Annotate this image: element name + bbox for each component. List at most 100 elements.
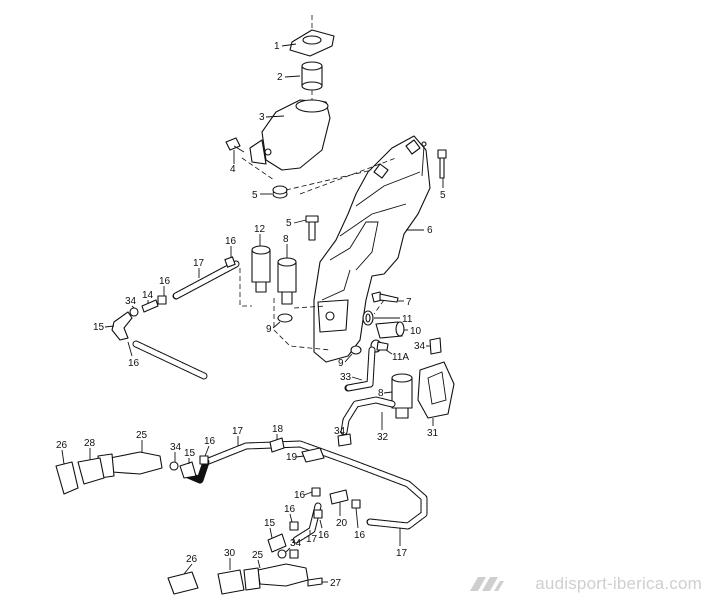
callout-5-top: 5 [440,190,446,201]
callout-16-d: 16 [204,436,216,447]
clip-16-h [289,549,299,559]
callout-17-a: 17 [193,258,205,269]
callout-25-left: 25 [136,430,148,441]
callout-16-a: 16 [225,236,237,247]
callout-19: 19 [286,452,298,463]
callout-17-d: 17 [306,534,318,545]
callout-26-left: 26 [56,440,68,451]
callout-26-right: 26 [186,554,198,565]
bracket-28-right [217,569,245,595]
callout-28-left: 28 [84,438,96,449]
connector-14 [141,299,159,313]
callout-6: 4 [230,164,236,175]
callout-2: 6 [427,225,433,236]
callout-5-right: 7 [406,297,412,308]
connector-34-b [337,433,352,447]
clip-15-b [179,461,197,479]
callout-4: 2 [277,72,283,83]
watermark-logo [470,577,504,591]
callout-16-f: 16 [354,530,366,541]
callout-27: 27 [330,578,342,589]
bolt-6 [225,137,245,153]
callout-17-b: 17 [232,426,244,437]
callout-1: 3 [259,112,265,123]
callout-34-c: 34 [170,442,182,453]
clip-16-c [199,455,209,465]
callout-8-lower: 8 [378,388,384,399]
rear-washer-pump [251,245,271,293]
callout-16-b: 16 [159,276,171,287]
reservoir-cap [289,29,335,57]
callout-11a: 11A [392,352,409,363]
elbow-15-a [111,311,133,341]
clip-34-c [169,461,179,471]
elbow-15-c [267,533,287,553]
pump-8-lower [391,373,413,419]
bracket-30 [417,361,455,419]
callout-7: 5 [252,190,258,201]
callout-33: 34 [414,341,426,352]
clip-16-g [313,509,323,519]
callout-18: 18 [272,424,284,435]
callout-14: 14 [142,290,154,301]
callout-5-mid: 5 [286,218,292,229]
watermark-text: audisport-iberica.com [535,574,702,593]
bolt-5-mid [305,215,319,241]
grommet-7 [272,185,288,199]
callout-9-left: 9 [266,324,272,335]
callout-25-right: 25 [252,550,264,561]
callout-32: 33 [340,372,352,383]
connector-20 [329,489,349,505]
bolt-5-top [437,149,447,179]
callout-28-right: 30 [224,548,236,559]
seal-9 [277,313,293,323]
grommet-11a [370,339,389,353]
clip-16-b [157,295,167,305]
clip-16-f [289,521,299,531]
washer-reservoir [313,135,431,363]
callout-17-c: 17 [396,548,408,559]
grommet-11 [362,310,374,326]
headlamp-nozzle-left [97,451,163,479]
callout-16-g: 16 [284,504,296,515]
callout-31: 32 [377,432,389,443]
callout-34-a: 34 [125,296,137,307]
filler-neck [249,99,331,171]
clip-16-a [224,256,236,268]
callout-34-b: 34 [334,426,346,437]
callout-16-e: 16 [294,490,306,501]
front-washer-pump [277,257,297,305]
headlamp-nozzle-right [243,563,309,591]
callout-12: 12 [254,224,266,235]
callout-15-b: 15 [184,448,196,459]
callout-15-c: 15 [264,518,276,529]
bolt-27 [307,577,323,587]
callout-3: 1 [274,41,280,52]
level-sensor [375,321,405,339]
callout-15-a: 15 [93,322,105,333]
cover-26-left [55,461,79,495]
callout-10: 10 [410,326,422,337]
callout-11: 11 [402,314,413,325]
callout-8-upper: 8 [283,234,289,245]
cover-26-right [167,571,199,595]
clip-18 [269,437,285,453]
callout-16-h: 16 [318,530,330,541]
clip-16-d [311,487,321,497]
clip-16-e [351,499,361,509]
callout-34-d: 34 [290,538,302,549]
callout-30: 31 [427,428,439,439]
bolt-5-right [371,291,399,303]
callouts: 1 2 3 4 5 5 5 6 7 12 8 9 11 10 11A 9 34 … [56,41,446,589]
callout-20: 20 [336,518,348,529]
callout-16-c: 16 [128,358,140,369]
seal-9b [350,345,362,355]
clip-34-d [277,549,287,559]
clip-34-a [129,307,139,317]
bracket-28-left [77,457,105,485]
callout-9-right: 9 [338,358,344,369]
t-piece-19 [301,447,325,463]
connector-33 [429,337,442,355]
strainer [301,61,323,91]
